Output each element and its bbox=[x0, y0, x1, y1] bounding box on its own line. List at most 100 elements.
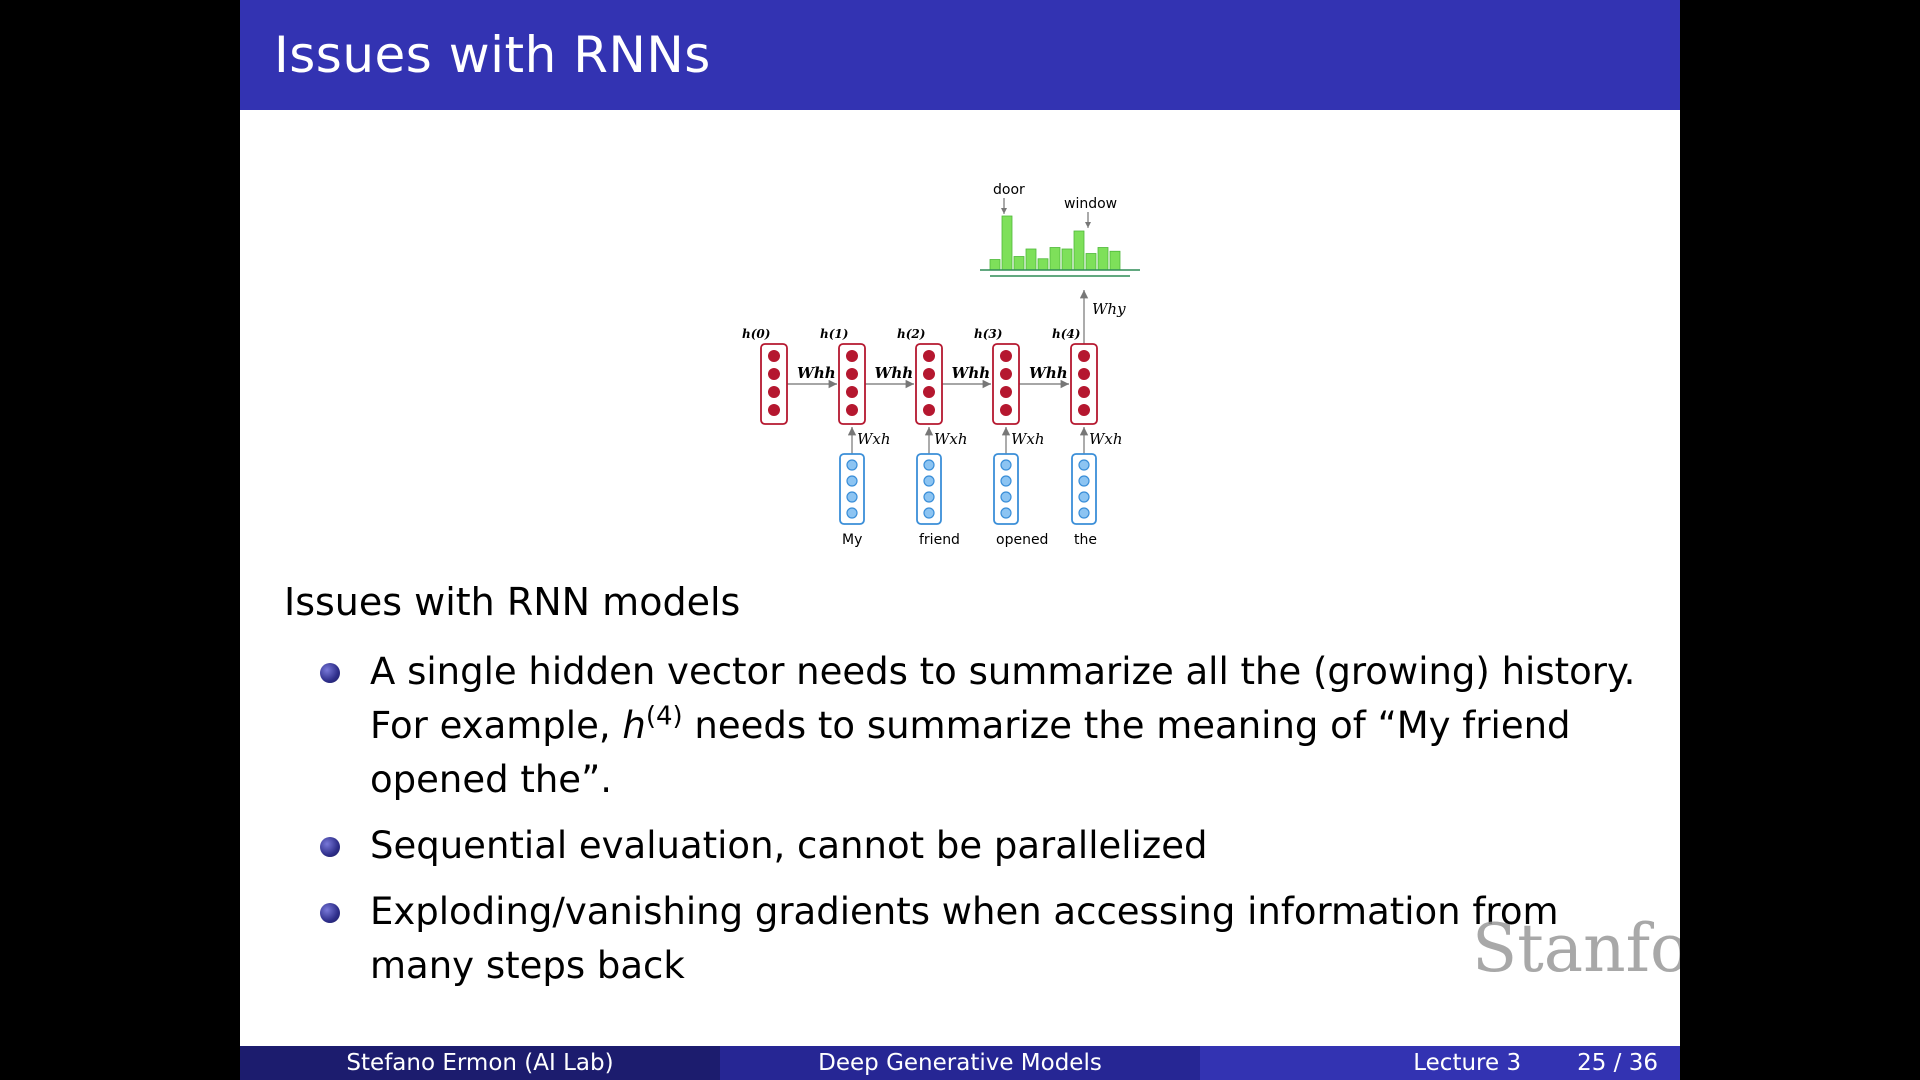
input-box bbox=[1071, 453, 1097, 525]
bullet-text: Sequential evaluation, cannot be paralle… bbox=[370, 824, 1208, 867]
bullet-icon bbox=[320, 663, 340, 683]
distribution-bar bbox=[989, 259, 1001, 271]
distribution-bar bbox=[1109, 250, 1121, 271]
hidden-unit bbox=[1000, 386, 1012, 398]
hidden-unit bbox=[1000, 368, 1012, 380]
input-unit bbox=[923, 459, 935, 471]
bullet-text: Exploding/vanishing gradients when acces… bbox=[370, 890, 1559, 987]
output-label-door: door bbox=[993, 182, 1025, 198]
footer-page-number: 25 / 36 bbox=[1577, 1050, 1658, 1076]
input-unit bbox=[1078, 507, 1090, 519]
bullet-list: A single hidden vector needs to summariz… bbox=[320, 645, 1650, 1005]
input-unit bbox=[846, 475, 858, 487]
input-word: My bbox=[842, 532, 862, 548]
slide-title: Issues with RNNs bbox=[274, 26, 711, 84]
bullet-text: A single hidden vector needs to summariz… bbox=[370, 650, 1636, 747]
distribution-bar bbox=[1061, 248, 1073, 271]
bullet-text: needs to summarize the meaning of “My fr… bbox=[370, 704, 1571, 801]
input-word: opened bbox=[996, 532, 1048, 548]
hidden-unit bbox=[1078, 404, 1090, 416]
distribution-bar bbox=[1097, 247, 1109, 271]
hidden-state-box bbox=[915, 343, 943, 425]
hidden-unit bbox=[846, 368, 858, 380]
input-unit bbox=[846, 507, 858, 519]
footer-author: Stefano Ermon (AI Lab) bbox=[240, 1046, 720, 1080]
input-box bbox=[993, 453, 1019, 525]
hidden-unit bbox=[768, 386, 780, 398]
w-hy-label: Why bbox=[1092, 300, 1126, 318]
hidden-state-box bbox=[838, 343, 866, 425]
distribution-bar bbox=[1049, 247, 1061, 271]
distribution-bar bbox=[1001, 215, 1013, 271]
hidden-unit bbox=[768, 368, 780, 380]
w-xh-label: Wxh bbox=[857, 430, 891, 448]
bullet-item: Exploding/vanishing gradients when acces… bbox=[320, 885, 1650, 993]
hidden-unit bbox=[1000, 350, 1012, 362]
hidden-unit bbox=[1078, 350, 1090, 362]
w-hh-label: Whh bbox=[1029, 364, 1068, 382]
hidden-unit bbox=[1078, 368, 1090, 380]
math-superscript: (4) bbox=[645, 701, 683, 732]
bullet-icon bbox=[320, 837, 340, 857]
hidden-state-box bbox=[1070, 343, 1098, 425]
w-hh-label: Whh bbox=[875, 364, 914, 382]
footer-lecture: Lecture 3 bbox=[1413, 1050, 1522, 1076]
output-label-window: window bbox=[1064, 196, 1117, 212]
distribution-bar bbox=[1085, 253, 1097, 271]
input-unit bbox=[1000, 475, 1012, 487]
hidden-unit bbox=[923, 350, 935, 362]
input-unit bbox=[1078, 475, 1090, 487]
input-word: the bbox=[1074, 532, 1097, 548]
distribution-bar bbox=[1013, 256, 1025, 271]
hidden-state-label: h(4) bbox=[1052, 327, 1080, 341]
output-distribution: door window bbox=[980, 182, 1140, 277]
w-xh-label: Wxh bbox=[934, 430, 968, 448]
hidden-unit bbox=[1078, 386, 1090, 398]
bullet-icon bbox=[320, 903, 340, 923]
hidden-state-label: h(2) bbox=[897, 327, 925, 341]
footer-course: Deep Generative Models bbox=[720, 1046, 1200, 1080]
math-h: h bbox=[622, 704, 646, 747]
hidden-unit bbox=[768, 350, 780, 362]
hidden-state-label: h(1) bbox=[820, 327, 848, 341]
title-bar: Issues with RNNs bbox=[240, 0, 1680, 110]
input-unit bbox=[846, 459, 858, 471]
input-unit bbox=[923, 491, 935, 503]
input-box bbox=[916, 453, 942, 525]
input-unit bbox=[846, 491, 858, 503]
input-unit bbox=[1000, 507, 1012, 519]
w-hh-label: Whh bbox=[797, 364, 836, 382]
section-heading: Issues with RNN models bbox=[284, 580, 741, 624]
hidden-unit bbox=[846, 404, 858, 416]
bullet-item: Sequential evaluation, cannot be paralle… bbox=[320, 819, 1650, 873]
hidden-state-box bbox=[760, 343, 788, 425]
bullet-item: A single hidden vector needs to summariz… bbox=[320, 645, 1650, 807]
w-xh-label: Wxh bbox=[1089, 430, 1123, 448]
hidden-unit bbox=[923, 386, 935, 398]
input-unit bbox=[923, 475, 935, 487]
input-unit bbox=[1078, 459, 1090, 471]
w-hh-label: Whh bbox=[952, 364, 991, 382]
hidden-state-box bbox=[992, 343, 1020, 425]
hidden-unit bbox=[1000, 404, 1012, 416]
hidden-state-label: h(0) bbox=[742, 327, 770, 341]
input-unit bbox=[923, 507, 935, 519]
w-xh-label: Wxh bbox=[1011, 430, 1045, 448]
hidden-unit bbox=[923, 404, 935, 416]
footer-right: Lecture 3 25 / 36 bbox=[1200, 1046, 1680, 1080]
distribution-bar bbox=[1037, 258, 1049, 271]
footer: Stefano Ermon (AI Lab) Deep Generative M… bbox=[240, 1046, 1680, 1080]
input-unit bbox=[1078, 491, 1090, 503]
hidden-unit bbox=[768, 404, 780, 416]
distribution-bar bbox=[1025, 248, 1037, 271]
hidden-unit bbox=[923, 368, 935, 380]
hidden-state-label: h(3) bbox=[974, 327, 1002, 341]
hidden-unit bbox=[846, 350, 858, 362]
distribution-bar bbox=[1073, 230, 1085, 271]
input-unit bbox=[1000, 459, 1012, 471]
stanford-watermark: Stanford bbox=[1472, 910, 1680, 987]
input-box bbox=[839, 453, 865, 525]
